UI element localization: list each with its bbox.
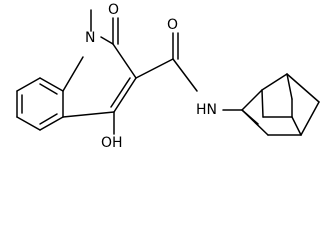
hydroxyl-label: OH: [101, 135, 123, 151]
bond-benzo-4: [39, 116, 64, 131]
bond-c3-camide: [135, 58, 174, 79]
bond-n-c2: [100, 36, 114, 45]
bond-ad-2: [261, 73, 288, 91]
bond-n-c8a: [62, 56, 84, 92]
bond-ad-10: [286, 73, 293, 100]
bond-c2-c3: [112, 43, 137, 79]
adamantyl-icon: [222, 73, 320, 136]
bond-benzo-6: [39, 77, 64, 92]
benzo-ring: [16, 77, 64, 131]
ring-nitrogen-label: N: [85, 30, 95, 46]
bond-ad-1: [241, 89, 263, 111]
molecule-structure: N O O HN OH: [16, 2, 320, 151]
bond-benzo-1: [16, 77, 41, 92]
bond-ad-12: [241, 109, 259, 125]
bond-benzo-inner-2: [39, 113, 58, 125]
bond-benzo-3: [16, 116, 41, 131]
ketone-group: [112, 17, 119, 45]
bond-ad-4: [300, 101, 320, 136]
bond-c3-c4-double: [110, 77, 131, 108]
bond-ad-9: [291, 116, 302, 136]
carboxamide-icon: [135, 32, 198, 92]
bond-c3-c4: [113, 77, 137, 113]
bond-camide-n: [172, 58, 198, 92]
amide-oxygen-label: O: [167, 17, 178, 33]
bond-ad-3: [286, 73, 320, 103]
pyridinone-ring: [62, 36, 137, 118]
bond-ad-7: [261, 89, 264, 118]
ketone-oxygen-label: O: [108, 2, 119, 18]
amide-nh-label: HN: [196, 102, 217, 118]
bond-c4-c4a: [62, 111, 115, 118]
bond-benzo-inner-3: [39, 83, 58, 95]
